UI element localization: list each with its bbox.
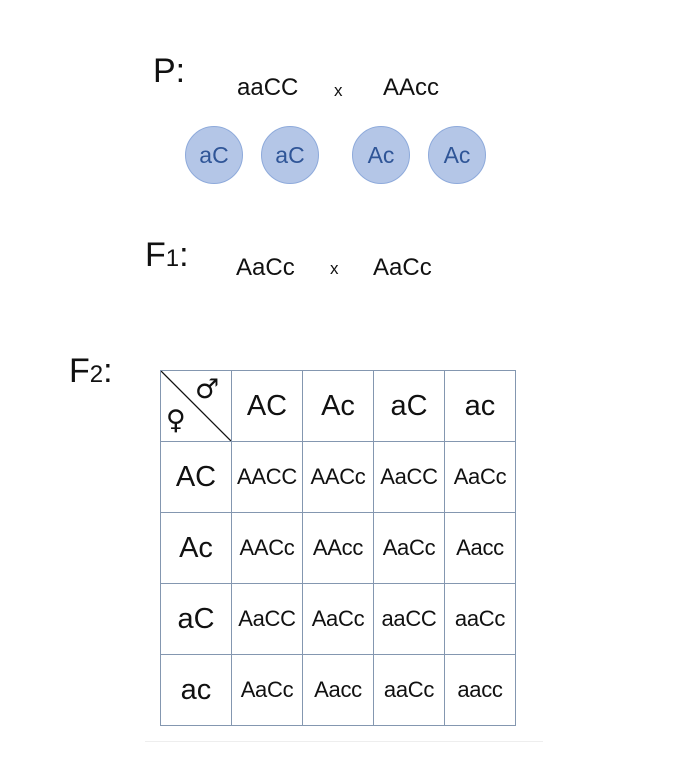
genotype-cell: aaCC (373, 583, 445, 655)
punnett-row: AC AACC AACc AaCC AaCc (160, 441, 516, 513)
punnett-row: Ac AACc AAcc AaCc Aacc (160, 512, 516, 584)
column-header: AC (231, 370, 303, 442)
genotype-cell: AAcc (302, 512, 374, 584)
p-genotype-male: AAcc (383, 74, 440, 101)
p-cross-symbol: x (334, 81, 343, 100)
punnett-row: ac AaCc Aacc aaCc aacc (160, 654, 516, 726)
f1-label-letter: F (145, 236, 166, 274)
genotype-cell: AACc (231, 512, 303, 584)
genotype-cell: AaCc (231, 654, 303, 726)
genotype-cell: AACc (302, 441, 374, 513)
diagonal-divider (161, 371, 231, 441)
p-genotype-female: aaCC (237, 74, 299, 101)
punnett-row: aC AaCC AaCc aaCC aaCc (160, 583, 516, 655)
genotype-cell: AaCc (302, 583, 374, 655)
p-generation-label: P: (153, 52, 186, 90)
genotype-cell: AaCC (373, 441, 445, 513)
f1-genotype-left: AaCc (236, 254, 295, 281)
genotype-cell: AaCc (444, 441, 516, 513)
f1-genotype-right: AaCc (373, 254, 432, 281)
male-symbol-icon: ♂ (195, 374, 220, 405)
genotype-cell: aaCc (373, 654, 445, 726)
f2-generation-label: F2: (69, 354, 113, 388)
f1-generation-label: F1: (145, 238, 189, 272)
genotype-cell: aacc (444, 654, 516, 726)
row-header: aC (160, 583, 232, 655)
column-header: ac (444, 370, 516, 442)
bottom-divider (145, 741, 543, 742)
punnett-corner-cell: ♂ ♀ (160, 370, 232, 442)
f1-label-number: 1 (165, 245, 180, 272)
gamete-circle: Ac (352, 126, 410, 184)
genotype-cell: Aacc (302, 654, 374, 726)
punnett-header-row: ♂ ♀ AC Ac aC ac (160, 370, 516, 442)
gamete-circle: aC (261, 126, 319, 184)
genotype-cell: Aacc (444, 512, 516, 584)
column-header: Ac (302, 370, 374, 442)
genotype-cell: AaCC (231, 583, 303, 655)
gamete-circle: Ac (428, 126, 486, 184)
female-symbol-icon: ♀ (166, 405, 186, 436)
f2-label-colon: : (103, 352, 113, 390)
f2-label-number: 2 (89, 361, 104, 388)
f2-label-letter: F (69, 352, 90, 390)
gamete-circle: aC (185, 126, 243, 184)
row-header: ac (160, 654, 232, 726)
f1-label-colon: : (179, 236, 189, 274)
f1-cross-symbol: x (330, 259, 339, 278)
row-header: Ac (160, 512, 232, 584)
genotype-cell: AaCc (373, 512, 445, 584)
genotype-cell: aaCc (444, 583, 516, 655)
row-header: AC (160, 441, 232, 513)
genotype-cell: AACC (231, 441, 303, 513)
punnett-square: ♂ ♀ AC Ac aC ac AC AACC AACc AaCC AaCc A… (160, 370, 516, 726)
column-header: aC (373, 370, 445, 442)
